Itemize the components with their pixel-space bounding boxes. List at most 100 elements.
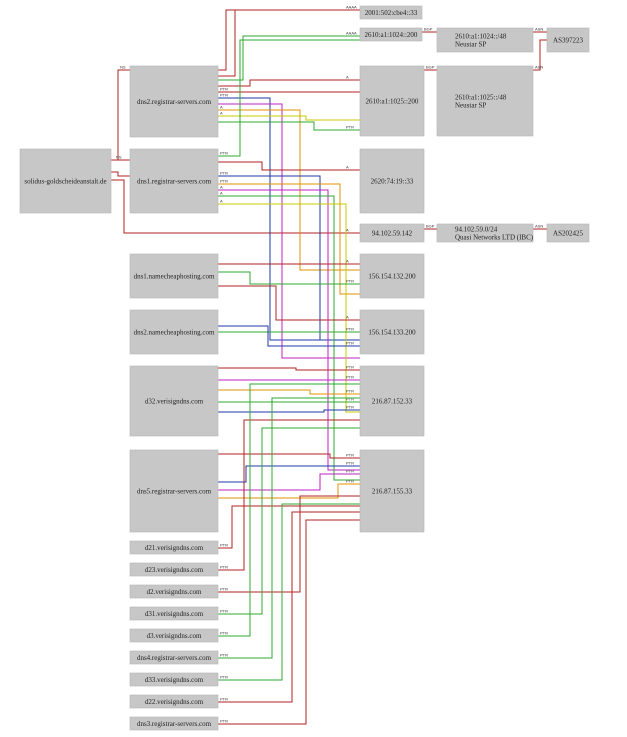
edge-label-d3-ptr: PTR	[220, 631, 228, 636]
node-d31[interactable]: d31.verisigndns.com	[129, 606, 219, 621]
node-label-d22: d22.verisigndns.com	[145, 698, 204, 706]
node-d32[interactable]: d32.verisigndns.com	[129, 365, 219, 437]
node-ip2620[interactable]: 2620:74:19::33	[359, 148, 425, 214]
edge-dns1-orange	[218, 183, 360, 295]
edge-label-dns2-2610b: A	[346, 75, 349, 80]
edge-dns2-ptr-b	[218, 97, 360, 341]
node-box-d3	[129, 628, 219, 643]
node-ip216b[interactable]: 216.87.155.33	[359, 449, 425, 533]
edge-dns1-blue	[218, 175, 360, 341]
edge-dns1-2610a	[218, 39, 360, 157]
edge-nc1-c	[218, 285, 360, 321]
node-ip2610a[interactable]: 2610:a1:1024::200	[359, 27, 423, 42]
node-box-ip2610a	[359, 27, 423, 42]
edge-dns2-e	[218, 115, 360, 121]
node-dns2nc[interactable]: dns2.namecheaphosting.com	[129, 309, 219, 355]
edge-label-dns1-green: A	[220, 191, 223, 196]
edge-d32-e	[218, 409, 360, 413]
edge-net2610b-as	[533, 39, 547, 71]
node-ip216a[interactable]: 216.87.152.33	[359, 365, 425, 437]
edge-nc1-b	[218, 271, 360, 285]
edge-label-nc1-a: A	[346, 259, 349, 264]
node-label-ip2610b: 2610:a1:1025::200	[366, 98, 419, 106]
node-ip156a[interactable]: 156.154.132.200	[359, 253, 425, 299]
edge-label-d32-c: PTR	[346, 389, 354, 394]
edge-dns2-top	[218, 9, 360, 71]
node-label-net94-0: 94.102.59.0/24	[455, 226, 498, 234]
node-label-ip2610a: 2610:a1:1024::200	[365, 31, 418, 39]
edge-d31-ptr	[218, 427, 360, 615]
node-dns1nc[interactable]: dns1.namecheaphosting.com	[129, 253, 219, 299]
edge-d33-ptr	[218, 503, 360, 681]
edge-label-a-solidus-94: A	[346, 228, 349, 233]
edge-dns2-2610a	[218, 35, 360, 81]
edge-label-dns5-b: PTR	[346, 461, 354, 466]
edge-label-nc2-b: PTR	[346, 341, 354, 346]
node-d23[interactable]: d23.verisigndns.com	[129, 562, 219, 577]
node-box-dns2nc	[129, 309, 219, 355]
node-label-d32: d32.verisigndns.com	[145, 398, 204, 406]
node-box-dns2rs	[129, 65, 219, 138]
edge-label-dns5-d: PTR	[346, 479, 354, 484]
edge-a-solidus-94	[111, 179, 360, 234]
edge-dns5-a	[218, 453, 360, 459]
node-label-dns2nc: dns2.namecheaphosting.com	[134, 329, 215, 337]
node-box-as202425	[546, 223, 590, 243]
node-as202425[interactable]: AS202425	[546, 223, 590, 243]
node-dns2rs[interactable]: dns2.registrar-servers.com	[129, 65, 219, 138]
node-label-solidus: solidus-goldscheideanstalt.de	[24, 178, 106, 186]
node-box-net94	[436, 223, 534, 243]
edge-label-net2610b-as: ASN	[535, 65, 543, 70]
edge-ns-self	[111, 171, 130, 177]
node-label-dns4rs: dns4.registrar-servers.com	[137, 654, 212, 662]
edge-label-dns2-2001: AAAA	[346, 5, 357, 10]
node-dns4rs[interactable]: dns4.registrar-servers.com	[129, 650, 219, 665]
node-d2[interactable]: d2.verisigndns.com	[129, 584, 219, 599]
node-box-ip2620	[359, 148, 425, 214]
node-d22[interactable]: d22.verisigndns.com	[129, 694, 219, 709]
node-label-ip94: 94.102.59.142	[372, 230, 413, 238]
edge-label-dns1-mag: A	[220, 185, 223, 190]
edge-dns1-yellow	[218, 203, 360, 413]
edge-label-d32-a: PTR	[346, 365, 354, 370]
edge-d3-ptr	[218, 383, 360, 637]
node-label-d33: d33.verisigndns.com	[145, 676, 204, 684]
edge-label-nc1-b: PTR	[346, 279, 354, 284]
node-label-as397223: AS397223	[553, 37, 583, 45]
node-ip2610b[interactable]: 2610:a1:1025::200	[359, 65, 425, 137]
node-solidus[interactable]: solidus-goldscheideanstalt.de	[19, 148, 112, 214]
edge-label-d32-d: PTR	[346, 397, 354, 402]
node-label-d23: d23.verisigndns.com	[145, 566, 204, 574]
node-label-ip2620: 2620:74:19::33	[371, 178, 414, 186]
node-as397223[interactable]: AS397223	[546, 27, 590, 53]
node-ip2001[interactable]: 2001:502:cbe4::33	[359, 5, 423, 20]
edge-label-nc1-c: A	[346, 315, 349, 320]
edge-label-dns1-yellow: A	[220, 199, 223, 204]
node-label-ip156b: 156.154.133.200	[368, 329, 416, 337]
node-d33[interactable]: d33.verisigndns.com	[129, 672, 219, 687]
edge-dns4rs-ptr	[218, 397, 360, 659]
node-d3[interactable]: d3.verisigndns.com	[129, 628, 219, 643]
edge-dns2-c	[218, 103, 360, 359]
node-box-dns4rs	[129, 650, 219, 665]
edge-label-d2-ptr: PTR	[220, 587, 228, 592]
node-ip94[interactable]: 94.102.59.142	[359, 223, 425, 243]
node-dns5rs[interactable]: dns5.registrar-servers.com	[129, 449, 219, 533]
node-dns3rs[interactable]: dns3.registrar-servers.com	[129, 716, 219, 731]
node-label-dns3rs: dns3.registrar-servers.com	[137, 720, 212, 728]
node-box-d21	[129, 540, 219, 555]
node-dns1rs[interactable]: dns1.registrar-servers.com	[129, 148, 219, 214]
node-box-d33	[129, 672, 219, 687]
edge-nc2-b	[218, 325, 360, 347]
edge-label-dns5-c: PTR	[346, 469, 354, 474]
edge-label-d33-ptr: PTR	[220, 675, 228, 680]
node-box-dns1nc	[129, 253, 219, 299]
node-label-net2610b-0: 2610:a1:1025::/48	[455, 94, 507, 102]
node-d21[interactable]: d21.verisigndns.com	[129, 540, 219, 555]
node-box-d22	[129, 694, 219, 709]
node-ip156b[interactable]: 156.154.133.200	[359, 309, 425, 355]
